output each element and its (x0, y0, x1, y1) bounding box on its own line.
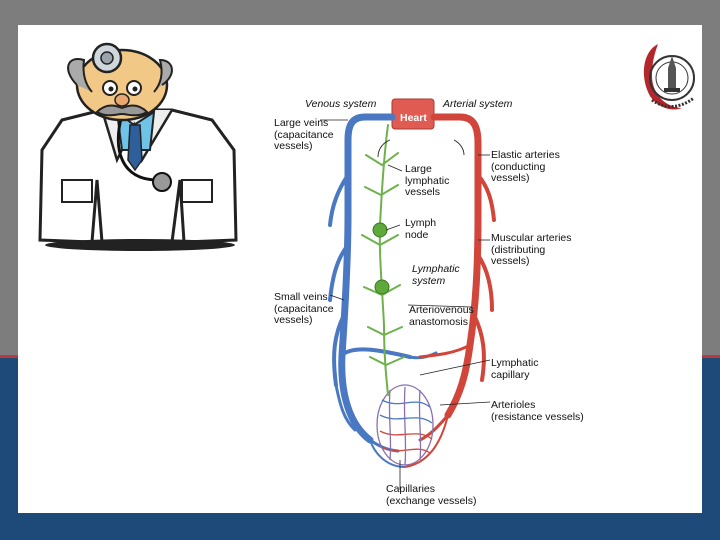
circulatory-diagram (320, 98, 496, 490)
arteriovenous-label: Arteriovenous anastomosis (409, 304, 474, 328)
leader-lines (320, 119, 491, 490)
lymph-node-2 (374, 279, 390, 295)
large-veins-label: Large veins (capacitance vessels) (274, 117, 334, 152)
venous-system-label: Venous system (305, 98, 377, 110)
lymphatic-system-label: Lymphatic system (412, 263, 460, 287)
large-lymphatic-label: Large lymphatic vessels (405, 163, 450, 198)
arterial-system-label: Arterial system (443, 98, 513, 110)
doctor-cartoon-icon (38, 42, 238, 251)
muscular-arteries-label: Muscular arteries (distributing vessels) (491, 232, 572, 267)
heart-label: Heart (400, 112, 427, 124)
arterioles-label: Arterioles (resistance vessels) (491, 399, 584, 423)
small-veins-label: Small veins (capacitance vessels) (274, 291, 334, 326)
elastic-arteries-label: Elastic arteries (conducting vessels) (491, 149, 560, 184)
arterial-vessels (418, 113, 496, 442)
capillary-bed (369, 384, 449, 468)
lymphatic-capillary-label: Lymphatic capillary (491, 357, 539, 381)
lymphatic-vessels (361, 124, 405, 396)
capillaries-label: Capillaries (exchange vessels) (386, 483, 477, 507)
university-seal-logo (643, 44, 695, 110)
lymph-node-1 (372, 222, 388, 238)
venous-vessels (328, 113, 438, 453)
lymph-node-label: Lymph node (405, 217, 437, 241)
